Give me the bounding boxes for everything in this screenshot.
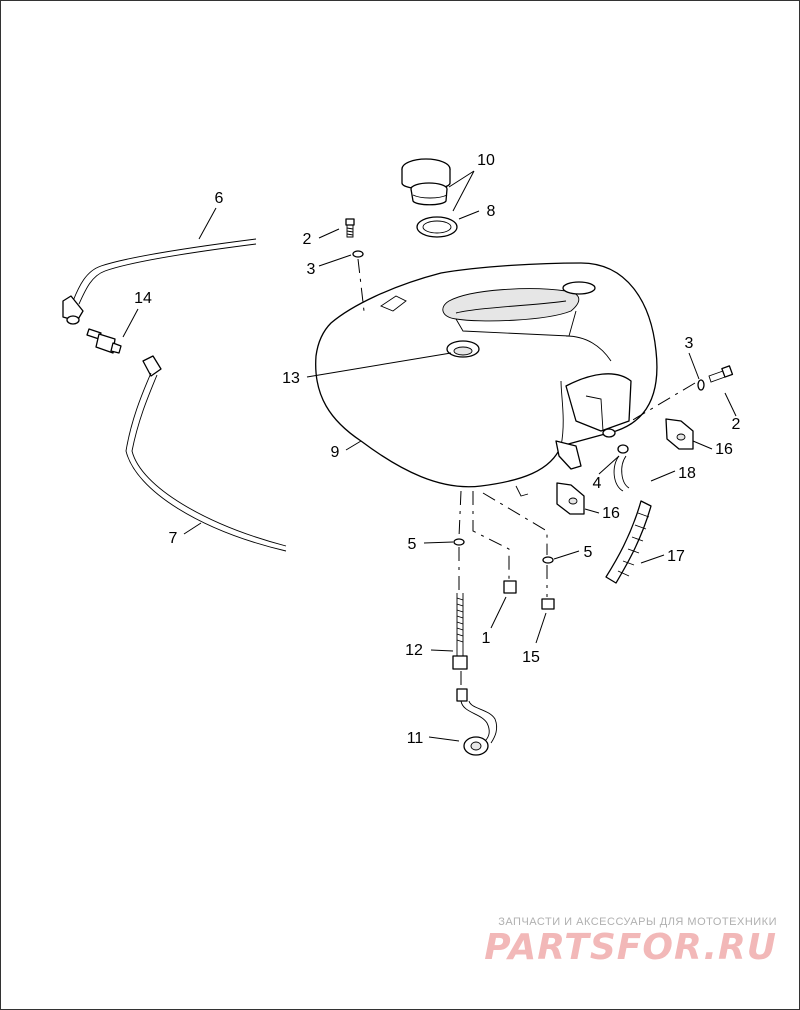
assembly-line-screw-right <box>630 382 696 422</box>
assembly-line-stud <box>458 490 462 591</box>
vent-line-part-7 <box>125 355 287 552</box>
part-label-14: 14 <box>134 290 152 307</box>
part-label-16-upper: 16 <box>715 441 733 458</box>
clamp-part-4 <box>617 444 629 454</box>
part-label-3-right: 3 <box>685 335 694 352</box>
part-label-3-left: 3 <box>307 261 316 278</box>
washer-part-3-right <box>697 379 705 391</box>
oil-line-part-11 <box>456 688 498 756</box>
part-label-17: 17 <box>667 548 685 565</box>
gasket-part-8 <box>416 216 458 238</box>
part-label-2-left: 2 <box>303 231 312 248</box>
part-label-2-right: 2 <box>732 416 741 433</box>
part-label-8: 8 <box>487 203 496 220</box>
part-label-7: 7 <box>169 530 178 547</box>
part-label-4: 4 <box>593 475 602 492</box>
washer-part-3-left <box>352 250 364 258</box>
nut-part-15 <box>541 598 555 610</box>
part-label-11: 11 <box>407 730 424 747</box>
oil-tank-part-9 <box>315 262 658 497</box>
hose-part-18 <box>613 455 630 492</box>
check-valve-part-14 <box>86 328 122 354</box>
part-label-9: 9 <box>331 444 340 461</box>
part-label-1: 1 <box>482 630 491 647</box>
part-label-5-left: 5 <box>408 536 417 553</box>
assembly-line-screw-left <box>357 258 365 312</box>
part-label-18: 18 <box>678 465 696 482</box>
part-label-13: 13 <box>282 370 300 387</box>
part-label-6: 6 <box>215 190 224 207</box>
nut-part-1 <box>503 580 517 594</box>
bracket-hole-lower <box>568 497 578 505</box>
assembly-line-nut-1 <box>472 491 510 579</box>
bracket-hole-upper <box>676 433 686 441</box>
part-label-10: 10 <box>477 152 495 169</box>
site-watermark: ЗАПЧАСТИ И АКСЕССУАРЫ ДЛЯ МОТОТЕХНИКИ PA… <box>484 916 777 968</box>
watermark-tagline: ЗАПЧАСТИ И АКСЕССУАРЫ ДЛЯ МОТОТЕХНИКИ <box>498 916 777 928</box>
part-label-12: 12 <box>405 642 423 659</box>
stud-part-12 <box>452 593 468 670</box>
part-label-16-lower: 16 <box>602 505 620 522</box>
screw-part-2-right <box>708 365 734 383</box>
assembly-line-nut-15 <box>482 492 548 597</box>
part-label-5-right: 5 <box>584 544 593 561</box>
filler-cap-part-10 <box>401 158 451 206</box>
drain-hose-part-17 <box>605 500 652 584</box>
leader-lines <box>122 170 737 742</box>
washer-part-5-left <box>453 538 465 546</box>
washer-part-5-right <box>542 556 554 564</box>
screw-part-2-left <box>345 218 355 238</box>
watermark-logo: PARTSFOR.RU <box>484 927 777 968</box>
vent-hose-part-6 <box>62 238 257 325</box>
part-label-15: 15 <box>522 649 540 666</box>
